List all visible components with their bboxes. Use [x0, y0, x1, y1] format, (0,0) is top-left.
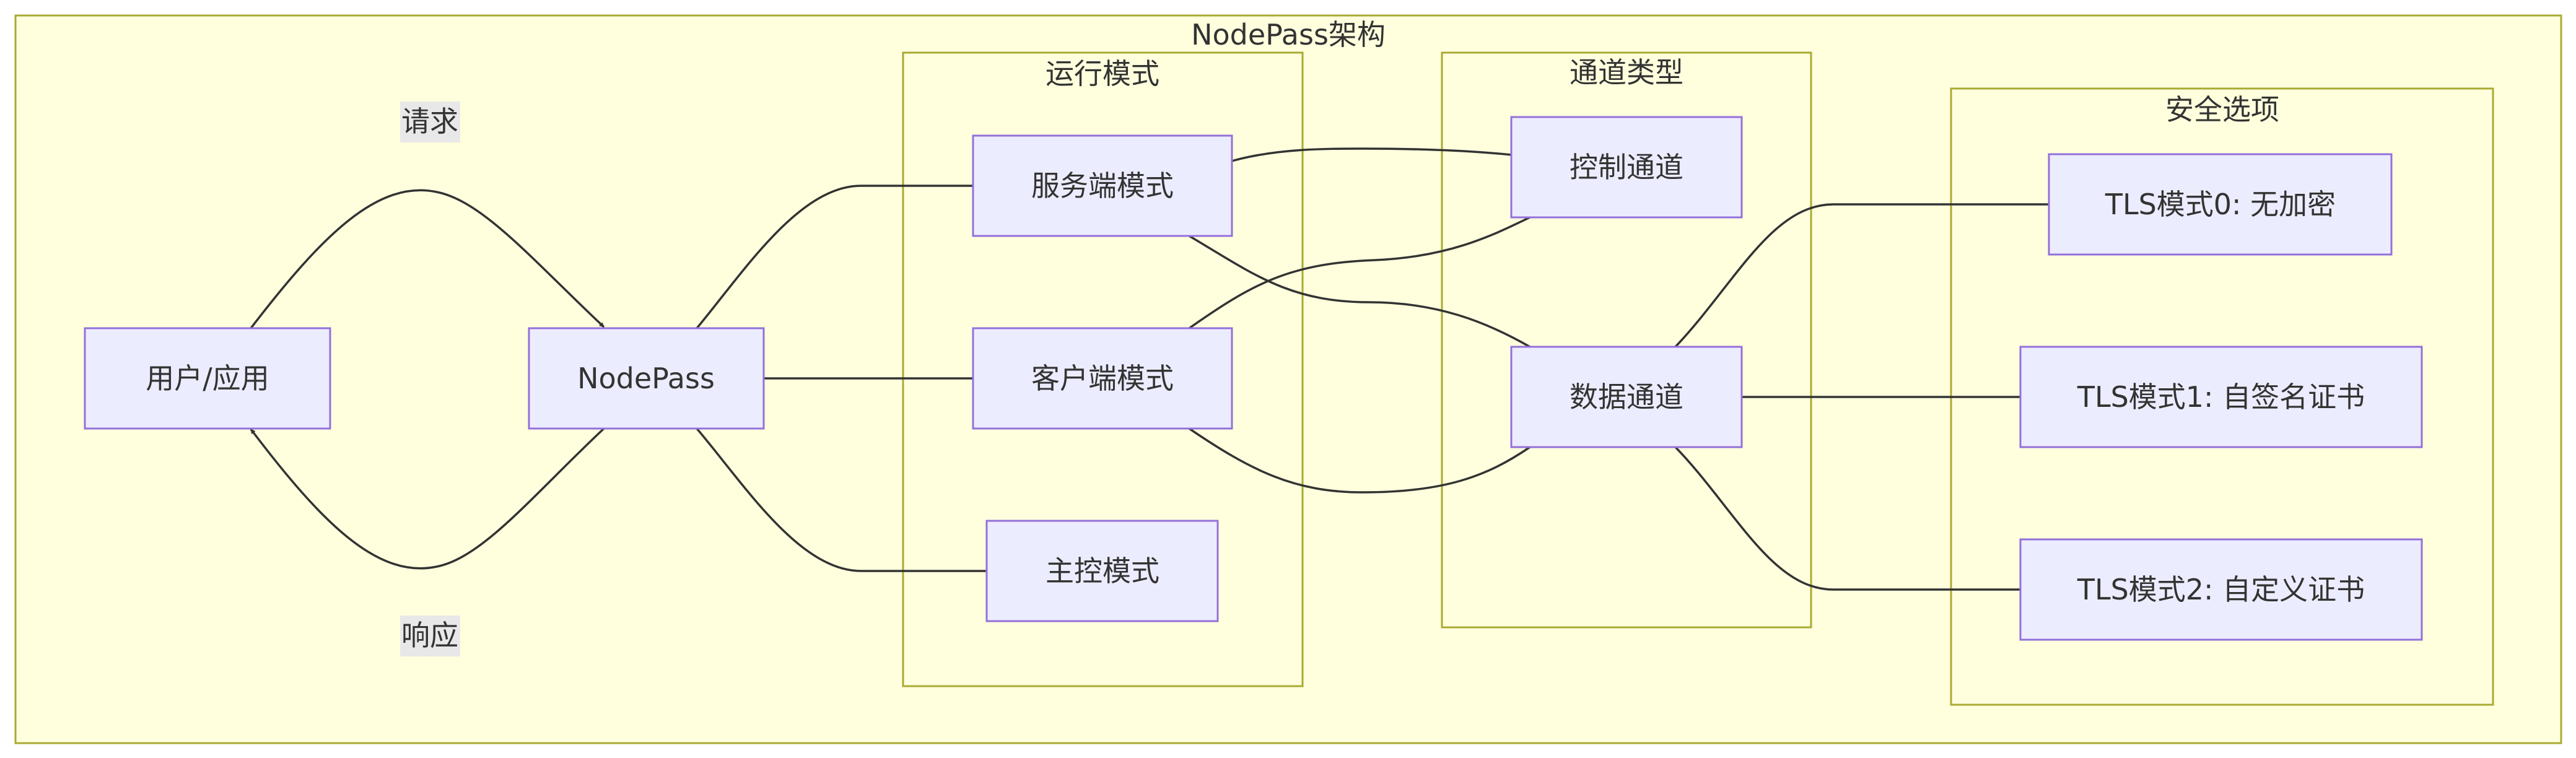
edges — [250, 147, 2049, 591]
node-control-channel[interactable]: 控制通道 — [1510, 116, 1743, 219]
node-nodepass[interactable]: NodePass — [528, 327, 765, 430]
node-tls0-label: TLS模式0: 无加密 — [2105, 188, 2336, 221]
edge-client-data — [1189, 427, 1530, 494]
node-user-label: 用户/应用 — [146, 362, 269, 395]
edge-label-request-text: 请求 — [401, 105, 458, 138]
node-tls0[interactable]: TLS模式0: 无加密 — [2048, 153, 2393, 256]
node-data-channel-label: 数据通道 — [1570, 380, 1683, 414]
edge-data-tls2 — [1674, 446, 2020, 591]
node-tls2[interactable]: TLS模式2: 自定义证书 — [2019, 538, 2423, 641]
node-master-mode-label: 主控模式 — [1046, 554, 1159, 588]
node-tls1-label: TLS模式1: 自签名证书 — [2077, 380, 2365, 414]
node-nodepass-label: NodePass — [577, 362, 715, 395]
node-user[interactable]: 用户/应用 — [84, 327, 331, 430]
node-client-mode-label: 客户端模式 — [1031, 362, 1174, 395]
edge-nodepass-master — [696, 427, 987, 572]
node-tls2-label: TLS模式2: 自定义证书 — [2077, 573, 2365, 606]
edge-label-request: 请求 — [400, 102, 460, 142]
diagram-title: NodePass架构 — [1191, 18, 1386, 51]
node-server-mode[interactable]: 服务端模式 — [972, 134, 1233, 237]
cluster-security-label: 安全选项 — [2165, 93, 2279, 126]
edge-server-control — [1231, 147, 1512, 162]
node-control-channel-label: 控制通道 — [1570, 150, 1683, 184]
node-server-mode-label: 服务端模式 — [1031, 169, 1174, 203]
edge-user-nodepass — [250, 189, 605, 329]
edge-label-response: 响应 — [400, 616, 460, 656]
edge-data-tls0 — [1674, 203, 2049, 348]
node-data-channel[interactable]: 数据通道 — [1510, 346, 1743, 448]
cluster-channels-label: 通道类型 — [1570, 56, 1683, 89]
edge-server-data — [1189, 235, 1530, 348]
node-tls1[interactable]: TLS模式1: 自签名证书 — [2019, 346, 2423, 448]
node-client-mode[interactable]: 客户端模式 — [972, 327, 1233, 430]
edge-label-response-text: 响应 — [401, 619, 458, 652]
edge-client-control — [1188, 216, 1530, 329]
edge-nodepass-user — [250, 427, 605, 570]
cluster-modes-label: 运行模式 — [1046, 57, 1159, 90]
edge-nodepass-server — [696, 185, 973, 329]
node-master-mode[interactable]: 主控模式 — [985, 520, 1219, 622]
